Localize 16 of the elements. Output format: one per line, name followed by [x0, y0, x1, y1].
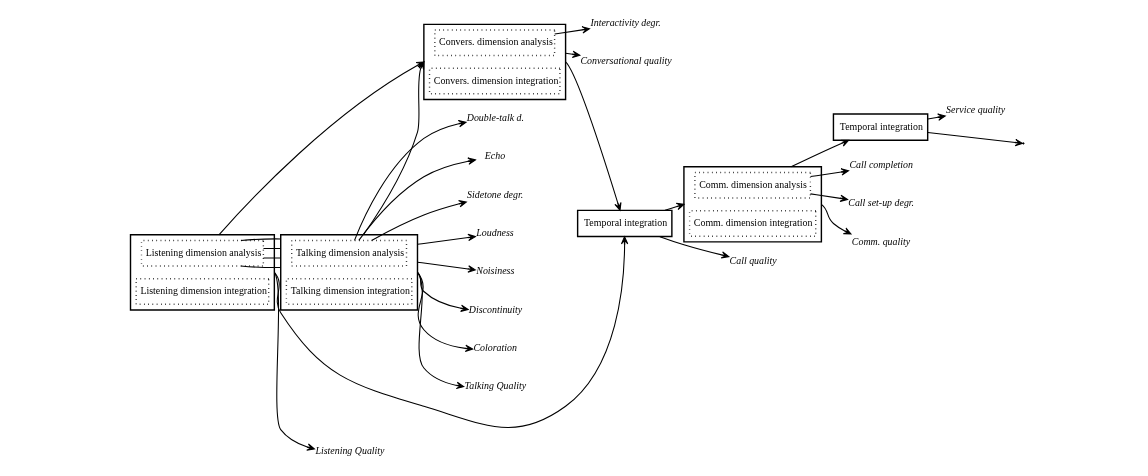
- node-text: Call set-up degr.: [847, 197, 914, 209]
- node-text: Call completion: [848, 158, 913, 170]
- node-text: Conversational quality: [579, 54, 672, 66]
- node-text: Interactivity degr.: [589, 16, 661, 28]
- node-text: Comm. quality: [851, 235, 910, 247]
- node-text: Loudness: [475, 227, 514, 239]
- node-text: Noisiness: [475, 265, 514, 277]
- node-text: Call quality: [729, 254, 777, 266]
- node-text: Coloration: [472, 341, 517, 353]
- node-text: Sidetone degr.: [466, 188, 523, 200]
- node-text: Double-talk d.: [466, 112, 524, 124]
- node-text: Talking Quality: [464, 380, 526, 392]
- node-text: Echo: [484, 150, 505, 162]
- node-text: Listening Quality: [314, 445, 385, 457]
- node-text: Discontinuity: [468, 303, 522, 315]
- node-text: Service quality: [945, 103, 1005, 115]
